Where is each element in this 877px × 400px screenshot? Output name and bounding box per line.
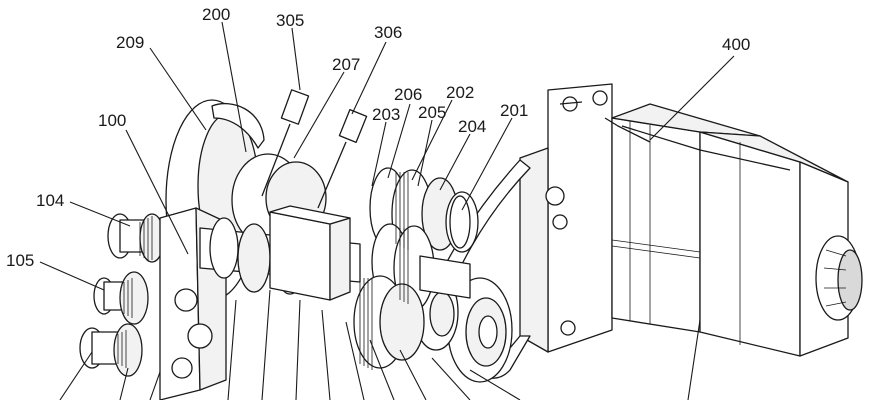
central-shaft	[199, 205, 361, 301]
part-labels: 200 305 209 306 207 400 206 202 100 203 …	[6, 5, 750, 270]
leader-105	[39, 261, 105, 291]
motor-400	[519, 83, 863, 357]
leader-203	[371, 121, 387, 187]
label-200: 200	[202, 5, 230, 24]
leader-205	[417, 119, 433, 187]
label-105: 105	[6, 251, 34, 270]
label-205: 205	[418, 103, 446, 122]
leader-306	[351, 41, 387, 115]
leader-100	[125, 129, 189, 255]
leader-202	[411, 99, 453, 181]
label-305: 305	[276, 11, 304, 30]
label-209: 209	[116, 33, 144, 52]
label-100: 100	[98, 111, 126, 130]
leader-207	[293, 71, 345, 159]
label-206: 206	[394, 85, 422, 104]
leader-305	[291, 27, 301, 91]
label-306: 306	[374, 23, 402, 42]
leader-209	[149, 47, 207, 131]
label-400: 400	[722, 35, 750, 54]
leader-206	[387, 103, 411, 179]
label-201: 201	[500, 101, 528, 120]
label-203: 203	[372, 105, 400, 124]
leader-200	[221, 21, 247, 153]
leader-400	[649, 55, 735, 141]
label-204: 204	[458, 117, 486, 136]
label-207: 207	[332, 55, 360, 74]
leader-104	[69, 201, 131, 227]
gear-cluster-202-206	[261, 89, 479, 370]
leader-lines	[39, 21, 735, 400]
leader-204	[439, 133, 471, 191]
label-202: 202	[446, 83, 474, 102]
leader-201	[461, 117, 513, 211]
label-104: 104	[36, 191, 64, 210]
